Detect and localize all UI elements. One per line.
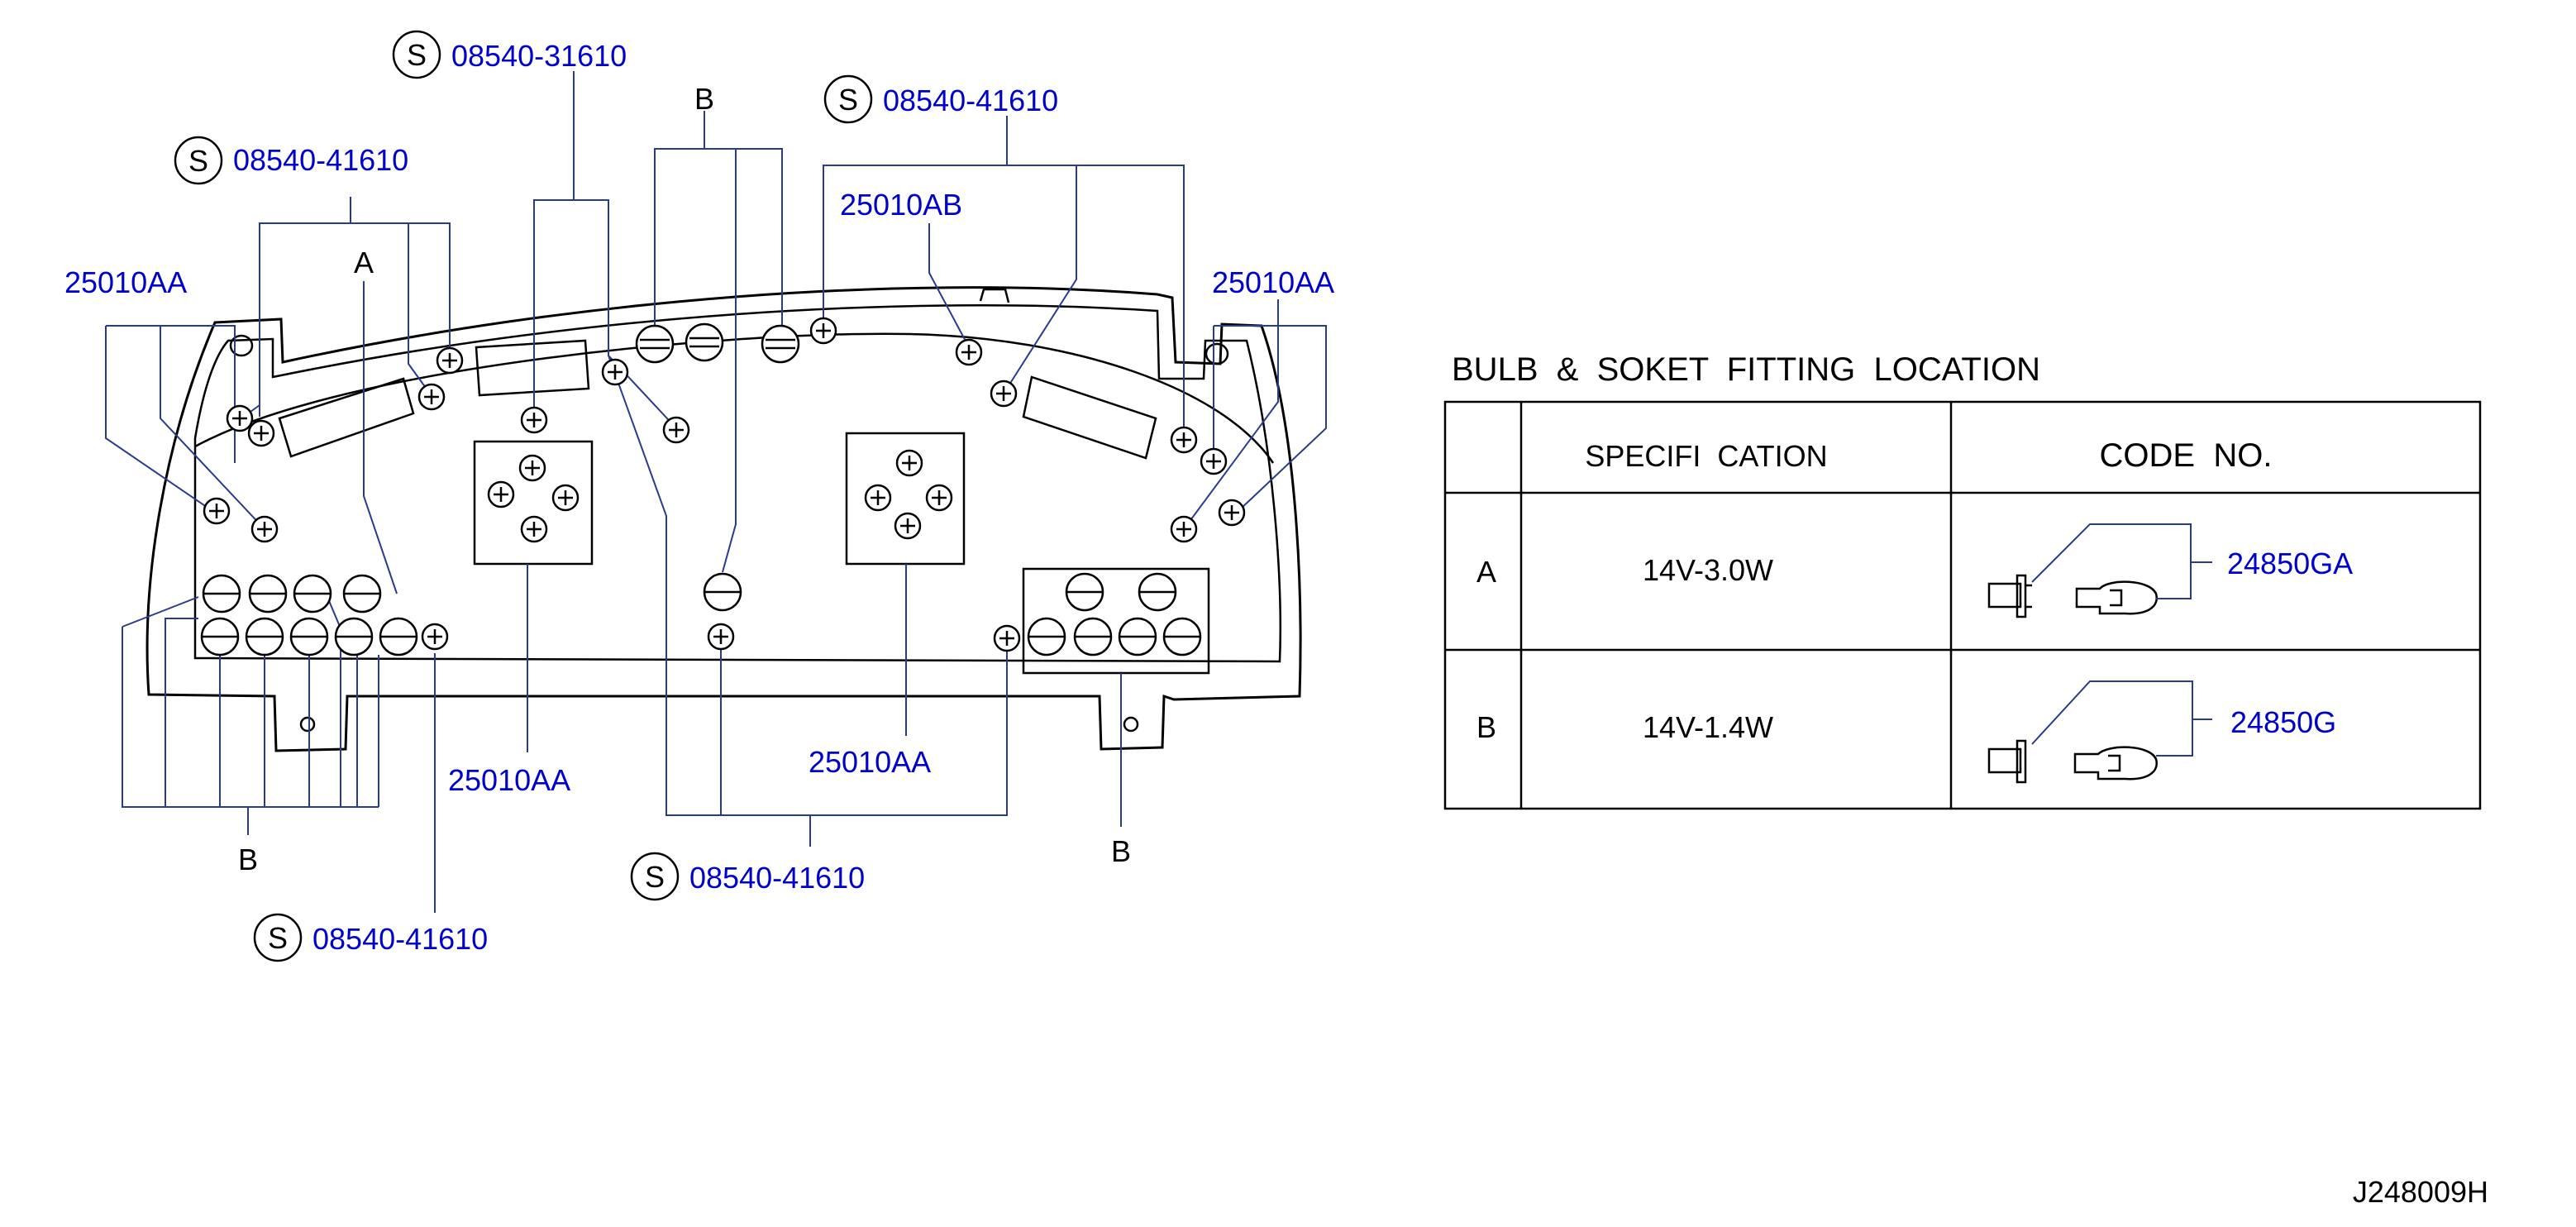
callout-a: A xyxy=(354,246,374,279)
part-labels: 08540-31610 08540-41610 08540-41610 0854… xyxy=(64,39,1334,956)
callout-b: B xyxy=(1111,834,1131,868)
s-marker: S xyxy=(407,38,427,72)
bulb-socket-icon-b xyxy=(1987,680,2212,784)
s-marker: S xyxy=(188,144,208,178)
part-label-08540-41610: 08540-41610 xyxy=(883,84,1058,117)
row-code-b: 24850G xyxy=(2230,705,2336,739)
column-header-code-no: CODE NO. xyxy=(2100,437,2273,474)
bulb-socket-table: BULB & SOKET FITTING LOCATION SPECIFI CA… xyxy=(1443,351,2482,810)
column-header-specification: SPECIFI CATION xyxy=(1585,439,1827,473)
part-label-25010aa: 25010AA xyxy=(809,745,931,779)
bulb-socket-icon-a xyxy=(1987,523,2212,618)
s-markers: S S S S S xyxy=(174,30,873,962)
row-code-a: 24850GA xyxy=(2227,547,2353,580)
leader-lines xyxy=(105,71,1327,913)
part-label-25010ab: 25010AB xyxy=(840,188,962,222)
cluster-housing xyxy=(145,286,1302,752)
diagram-id: J248009H xyxy=(2353,1175,2488,1209)
part-label-08540-31610: 08540-31610 xyxy=(451,39,627,73)
part-label-25010aa: 25010AA xyxy=(1212,265,1334,299)
callout-b: B xyxy=(694,82,714,116)
part-label-08540-41610: 08540-41610 xyxy=(689,861,865,895)
part-label-08540-41610: 08540-41610 xyxy=(233,143,408,177)
s-marker: S xyxy=(645,860,665,894)
s-marker: S xyxy=(838,83,858,117)
part-label-25010aa: 25010AA xyxy=(448,763,570,797)
row-key-a: A xyxy=(1476,555,1496,589)
part-label-08540-41610: 08540-41610 xyxy=(312,922,488,956)
bulbs xyxy=(200,322,1202,656)
row-spec-a: 14V-3.0W xyxy=(1643,553,1773,587)
table-title: BULB & SOKET FITTING LOCATION xyxy=(1452,351,2040,388)
row-spec-b: 14V-1.4W xyxy=(1643,710,1773,744)
s-marker: S xyxy=(268,921,288,955)
callout-b: B xyxy=(238,843,258,876)
part-label-25010aa: 25010AA xyxy=(64,265,187,299)
row-key-b: B xyxy=(1476,710,1496,744)
